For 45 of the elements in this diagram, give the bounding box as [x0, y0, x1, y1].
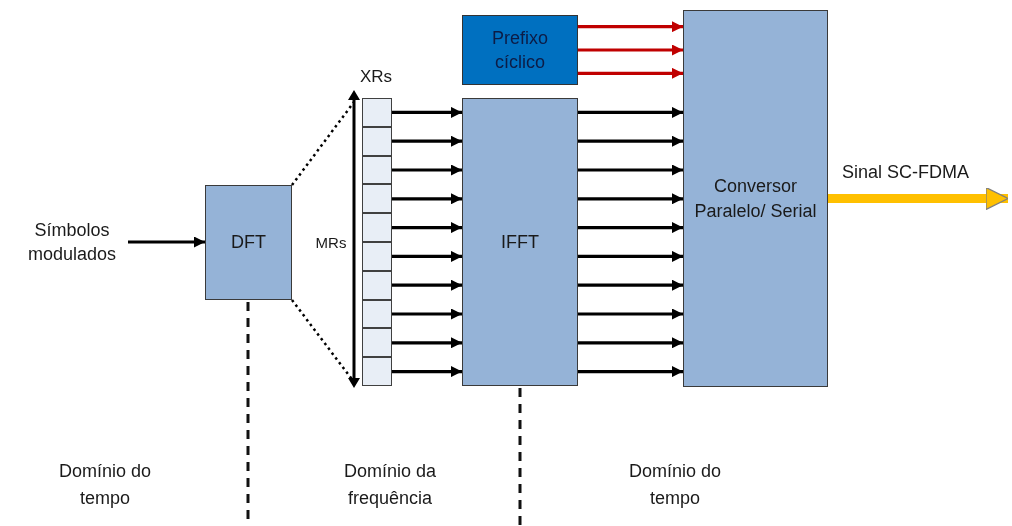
arrow	[578, 21, 683, 33]
arrow	[578, 337, 683, 349]
arrow	[392, 308, 462, 320]
subcarrier-cell	[362, 270, 392, 300]
axis-label: XRs	[358, 66, 394, 88]
subcarrier-cell	[362, 184, 392, 214]
domain-label: Domínio da frequência	[342, 460, 438, 510]
process-box: Prefixo cíclico	[462, 15, 578, 85]
arrow	[392, 193, 462, 205]
arrow	[578, 44, 683, 56]
process-box: DFT	[205, 185, 292, 300]
process-box: Conversor Paralelo/ Serial	[683, 10, 828, 387]
arrow	[392, 222, 462, 234]
arrow	[392, 366, 462, 378]
arrow	[578, 250, 683, 262]
arrow	[392, 135, 462, 147]
axis-label: MRs	[314, 233, 348, 253]
subcarrier-cell	[362, 242, 392, 271]
input-text: Símbolos modulados	[16, 214, 128, 270]
subcarrier-cell	[362, 357, 392, 386]
arrow	[578, 135, 683, 147]
arrow	[392, 337, 462, 349]
process-box: IFFT	[462, 98, 578, 386]
domain-label: Domínio do tempo	[627, 460, 723, 510]
arrow	[392, 279, 462, 291]
subcarrier-cell	[362, 213, 392, 242]
arrow	[578, 164, 683, 176]
domain-label: Domínio do tempo	[57, 460, 153, 510]
subcarrier-cell	[362, 155, 392, 185]
arrow	[578, 279, 683, 291]
arrow	[392, 106, 462, 118]
arrow	[128, 236, 205, 248]
subcarrier-cell	[362, 328, 392, 358]
subcarrier-cell	[362, 299, 392, 329]
arrow	[392, 164, 462, 176]
arrow	[578, 67, 683, 79]
arrow	[578, 193, 683, 205]
arrow	[578, 308, 683, 320]
arrow	[392, 250, 462, 262]
arrow	[578, 366, 683, 378]
arrow	[828, 186, 1009, 211]
arrow	[578, 106, 683, 118]
subcarrier-cell	[362, 98, 392, 127]
subcarrier-cell	[362, 126, 392, 156]
arrow	[578, 222, 683, 234]
